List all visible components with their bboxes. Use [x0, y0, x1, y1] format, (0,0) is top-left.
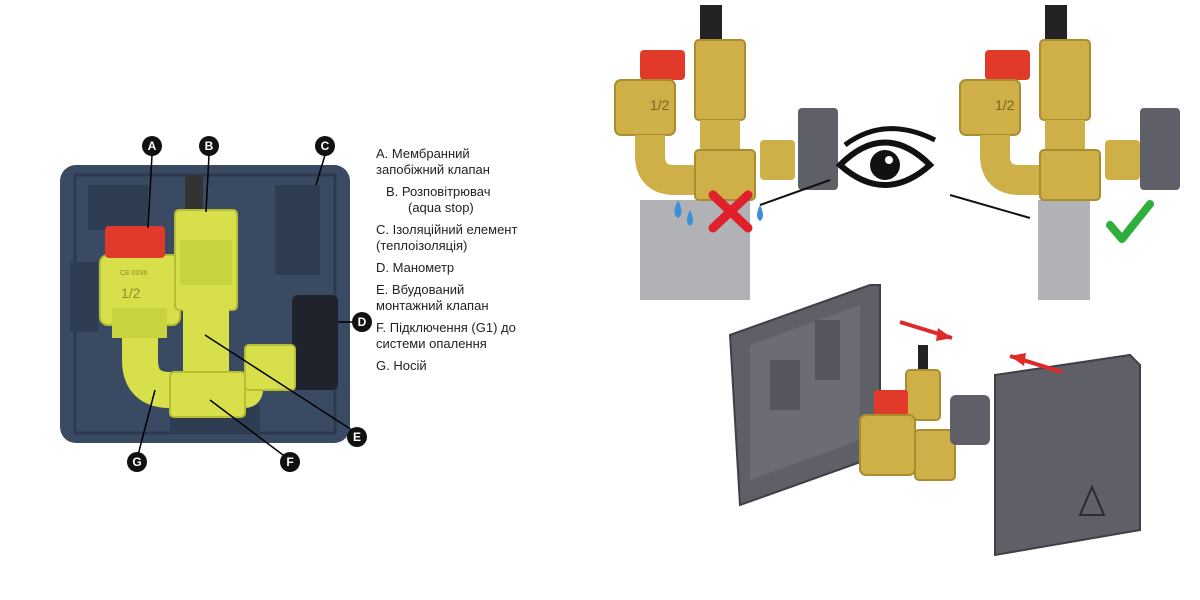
legend-item-b: B. Розповітрювач(aqua stop) [386, 184, 491, 215]
safety-group-diagram: 1/2 CE 0036 A B C D E F G [60, 136, 372, 472]
valve-ce-label: CE 0036 [120, 270, 147, 277]
callout-e: E [347, 427, 367, 447]
callout-c: C [315, 136, 335, 156]
check-icon [1106, 200, 1154, 243]
callout-d: D [352, 312, 372, 332]
manometer [292, 295, 338, 390]
insulation-assembly [728, 284, 1141, 557]
water-drop-icon [674, 200, 682, 218]
installation-illustrations: 1/2 1/2 [614, 5, 1180, 557]
svg-text:A: A [148, 139, 157, 153]
incorrect-install: 1/2 [614, 5, 838, 300]
correct-install: 1/2 [959, 5, 1180, 300]
callout-a: A [142, 136, 162, 156]
svg-text:F: F [286, 455, 293, 469]
svg-text:C: C [321, 139, 330, 153]
callout-g: G [127, 452, 147, 472]
arrow-icon [899, 320, 1063, 374]
valve-pressure-label-2: 1/2 [650, 97, 670, 113]
valve-pressure-label: 1/2 [121, 285, 141, 301]
insulation-recess [73, 173, 337, 435]
svg-text:G: G [132, 455, 141, 469]
svg-text:D: D [358, 315, 367, 329]
legend-item-c: C. Ізоляційний елемент(теплоізоляція) [376, 222, 518, 253]
callout-b: B [199, 136, 219, 156]
callout-f: F [280, 452, 300, 472]
legend-item-g: G. Носій [376, 358, 427, 373]
eye-icon [835, 126, 937, 188]
svg-text:B: B [205, 139, 214, 153]
safety-valve [105, 226, 165, 258]
legend-item-d: D. Манометр [376, 260, 455, 275]
heating-connection [169, 371, 246, 418]
valve-pressure-label-3: 1/2 [995, 97, 1015, 113]
svg-text:E: E [353, 430, 361, 444]
